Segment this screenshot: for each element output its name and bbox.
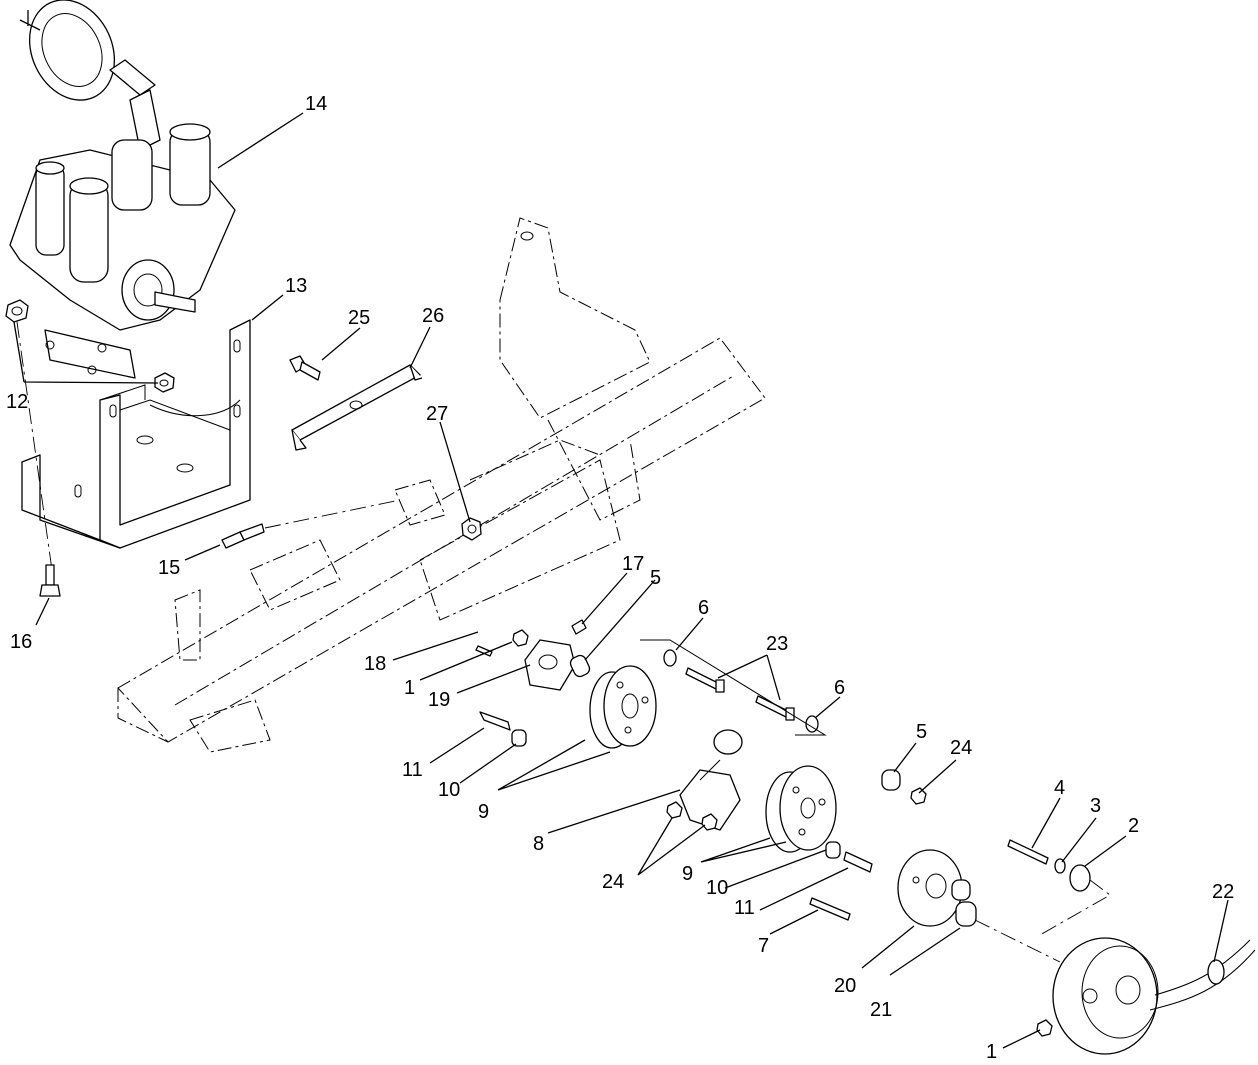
- nut-27: [461, 517, 482, 541]
- callout-10-lower: 10: [706, 877, 728, 899]
- clip-22: [1207, 959, 1225, 985]
- callout-4: 4: [1054, 777, 1065, 799]
- callout-27: 27: [426, 403, 448, 425]
- bolt-23-upper: [685, 667, 725, 693]
- callout-6-lower: 6: [834, 677, 845, 699]
- callout-12: 12: [6, 391, 28, 413]
- callout-9-upper: 9: [478, 801, 489, 823]
- callout-1-lower: 1: [986, 1041, 997, 1063]
- washer-6-lower: [805, 715, 819, 733]
- callout-14: 14: [305, 93, 327, 115]
- callout-18: 18: [364, 653, 386, 675]
- callout-26: 26: [422, 305, 444, 327]
- callout-17: 17: [622, 553, 644, 575]
- frame-phantom: [117, 217, 766, 753]
- washer-2: [1069, 864, 1091, 892]
- bolt-25: [289, 355, 321, 381]
- callout-24-right: 24: [950, 737, 972, 759]
- pump-assembly: [9, 0, 236, 379]
- washer-3: [1054, 858, 1066, 874]
- callout-5-upper: 5: [650, 567, 661, 589]
- callout-2: 2: [1128, 815, 1139, 837]
- bolt-11-lower: [843, 851, 873, 873]
- callout-24-left: 24: [602, 871, 624, 893]
- spacer-5-lower: [881, 769, 901, 791]
- spacer-5-upper: [569, 654, 591, 678]
- callout-5-lower: 5: [916, 721, 927, 743]
- bolt-7: [809, 897, 851, 921]
- callout-21: 21: [870, 999, 892, 1021]
- callout-10-upper: 10: [438, 779, 460, 801]
- callout-11-upper: 11: [402, 759, 423, 781]
- callout-9-lower: 9: [682, 863, 693, 885]
- callout-16: 16: [10, 631, 32, 653]
- callout-15: 15: [158, 557, 180, 579]
- spacer-10-lower: [825, 841, 841, 859]
- callout-8: 8: [533, 833, 544, 855]
- nut-1-upper: [512, 629, 529, 647]
- nut-24-middle: [701, 813, 718, 831]
- pin-18: [475, 645, 493, 657]
- spacer-21: [951, 879, 977, 927]
- flange-19: [524, 639, 576, 691]
- callout-23: 23: [766, 633, 788, 655]
- bolt-11-upper: [479, 711, 511, 731]
- callout-labels: 14 13 25 26 12 27 15 16 17 5 18 1 19 6 2…: [6, 93, 1234, 1063]
- spacer-10-upper: [511, 729, 527, 747]
- plate-26: [291, 364, 423, 451]
- bolt-4: [1007, 839, 1049, 865]
- leader-lines: [13, 112, 1229, 1049]
- nut-24-left: [666, 801, 683, 819]
- flange-nut-12-right: [154, 372, 175, 393]
- bolt-23-lower: [755, 695, 795, 721]
- bolt-15: [221, 523, 265, 549]
- electric-clutch: [1052, 937, 1256, 1055]
- flange-nut-12-left: [5, 299, 29, 323]
- coupler-9-lower: [765, 765, 837, 853]
- callout-19: 19: [428, 689, 450, 711]
- pump-bracket: [21, 319, 251, 549]
- callout-25: 25: [348, 307, 370, 329]
- callout-11-lower: 11: [734, 897, 755, 919]
- nut-24-right: [910, 787, 927, 805]
- bolt-16: [39, 564, 61, 597]
- nut-1-lower: [1036, 1019, 1053, 1037]
- callout-6-upper: 6: [698, 597, 709, 619]
- callout-20: 20: [834, 975, 856, 997]
- callout-22: 22: [1212, 881, 1234, 903]
- callout-13: 13: [285, 275, 307, 297]
- callout-3: 3: [1090, 795, 1101, 817]
- callout-1-upper: 1: [404, 677, 415, 699]
- washer-6-upper: [663, 649, 677, 667]
- hub-8: [679, 729, 743, 831]
- coupler-9-upper: [589, 665, 657, 749]
- callout-7: 7: [758, 935, 769, 957]
